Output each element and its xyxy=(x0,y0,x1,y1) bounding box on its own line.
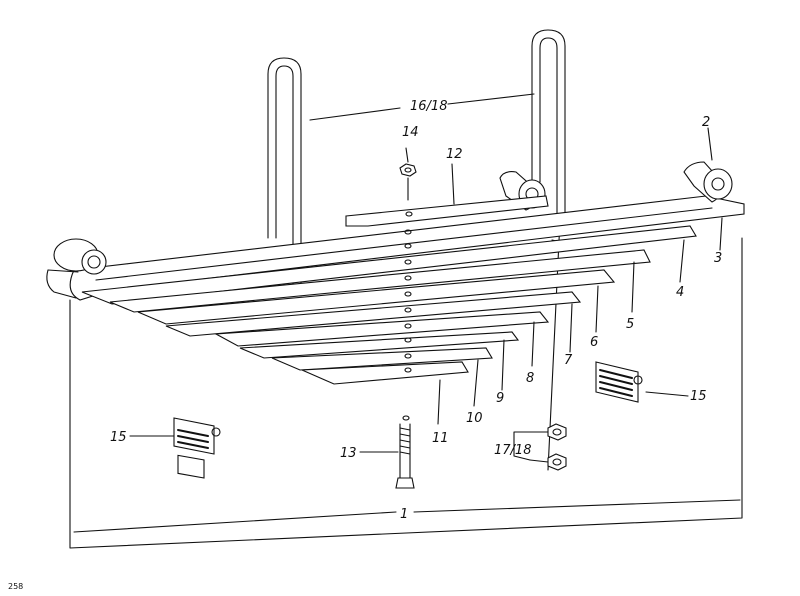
label-12: 12 xyxy=(446,147,463,162)
leaf-7 xyxy=(165,291,582,337)
nut-14 xyxy=(399,163,417,201)
label-15-left: 15 xyxy=(110,430,127,445)
leaf-8 xyxy=(214,311,550,347)
label-2: 2 xyxy=(702,115,710,130)
label-17-18: 17/18 xyxy=(494,443,531,458)
label-14: 14 xyxy=(402,125,419,140)
leaf-10 xyxy=(271,347,493,371)
label-16-18: 16/18 xyxy=(410,99,447,114)
part-number-labels: 14 12 2 3 4 5 6 7 8 9 10 11 13 15 15 16/… xyxy=(110,99,722,522)
label-15-right: 15 xyxy=(690,389,707,404)
leaf-9 xyxy=(239,331,520,359)
label-3: 3 xyxy=(714,251,722,266)
spring-eye-left xyxy=(53,238,107,275)
nut-17 xyxy=(547,423,567,441)
center-bolt-holes xyxy=(404,211,413,373)
leaf-4 xyxy=(81,225,697,305)
label-1: 1 xyxy=(400,507,408,522)
label-13: 13 xyxy=(340,446,357,461)
bushing-2 xyxy=(683,161,733,203)
nut-18 xyxy=(547,453,567,471)
clip-15-left xyxy=(173,417,221,479)
label-9: 9 xyxy=(496,391,504,406)
page-number: 258 xyxy=(8,582,23,591)
label-10: 10 xyxy=(466,411,483,426)
label-4: 4 xyxy=(676,285,684,300)
label-7: 7 xyxy=(564,353,573,368)
leader-lines xyxy=(73,93,741,533)
leaf-6 xyxy=(137,269,616,325)
clip-15-right xyxy=(595,361,643,403)
leaf-5 xyxy=(109,249,651,313)
leaf-11 xyxy=(301,361,469,385)
leaf-12 xyxy=(345,195,549,227)
center-bolt-13 xyxy=(395,415,415,489)
label-8: 8 xyxy=(526,371,534,386)
label-11: 11 xyxy=(432,431,449,446)
background-plane xyxy=(69,237,743,549)
label-6: 6 xyxy=(590,335,598,350)
label-5: 5 xyxy=(626,317,634,332)
